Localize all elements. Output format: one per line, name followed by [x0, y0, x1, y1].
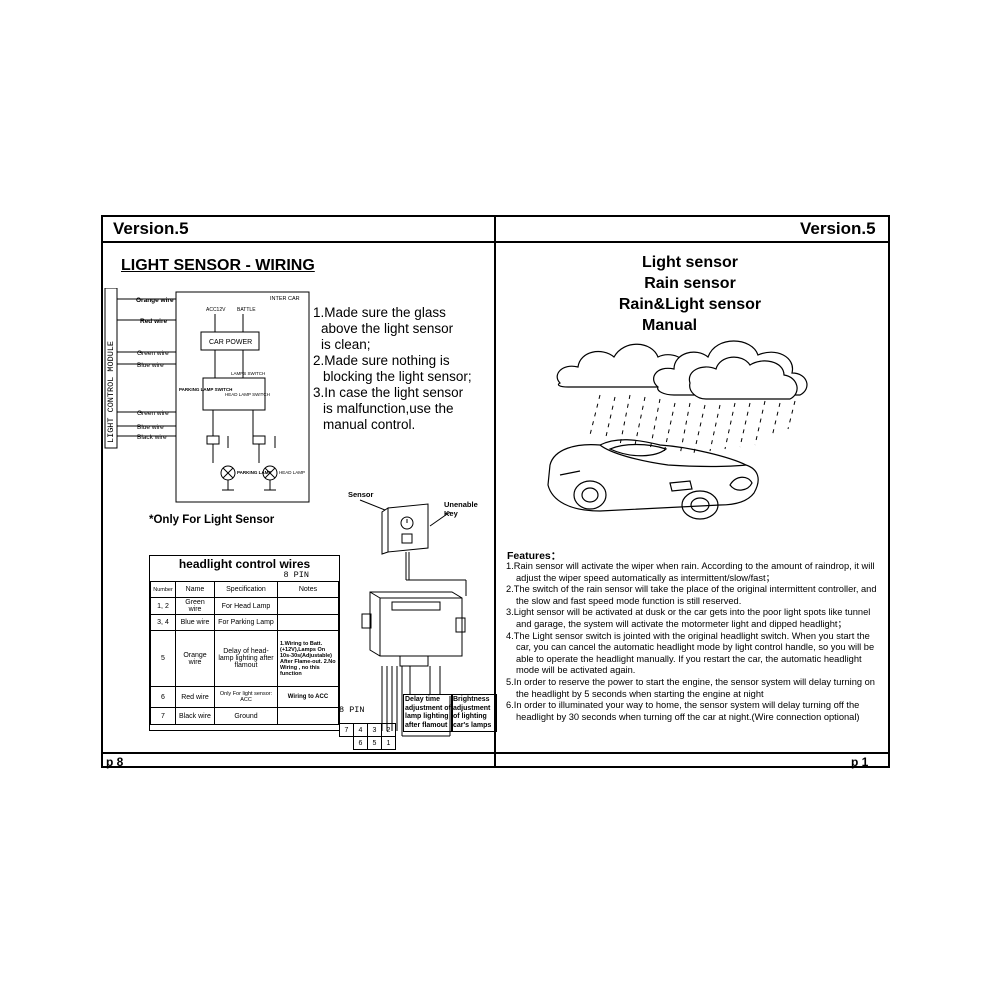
title-line: Light sensor [641, 254, 738, 271]
svg-text:Orange wire: Orange wire [136, 297, 174, 304]
table-cell: 7 [150, 707, 176, 725]
rain-car-illustration [547, 340, 808, 520]
light-sensor-note: *Only For Light Sensor [149, 514, 275, 526]
pin-cell: 1 [381, 736, 396, 750]
pin-cell: 5 [367, 736, 382, 750]
pin-cell: 2 [381, 723, 396, 737]
instruction-line: 1.Made sure the glass [313, 305, 446, 320]
header-cell: Notes [277, 581, 339, 598]
table-cell [277, 597, 339, 615]
feature-item: 3.Light sensor will be activated at dusk… [506, 607, 871, 629]
sensor-module-illustration [359, 499, 467, 737]
table-cell [277, 614, 339, 631]
instruction-line: above the light sensor [321, 321, 454, 336]
lamps-switch-box [202, 377, 266, 411]
svg-text:Red wire: Red wire [140, 318, 167, 325]
wiring-title: LIGHT SENSOR - WIRING [121, 257, 315, 274]
pin-label-top: 8 PIN [283, 570, 309, 580]
table-cell: Blue wire [175, 614, 215, 631]
table-cell: Ground [214, 707, 278, 725]
title-line: Manual [642, 317, 698, 334]
features-heading: Features： [507, 550, 562, 562]
svg-text:HEAD LAMP SWITCH: HEAD LAMP SWITCH [225, 392, 270, 397]
table-cell: For Head Lamp [214, 597, 278, 615]
svg-text:Black wire: Black wire [137, 434, 167, 441]
pin-label-bottom: 8 PIN [339, 705, 365, 715]
instruction-line: is clean; [321, 337, 371, 352]
table-cell: Green wire [175, 597, 215, 615]
svg-text:Green wire: Green wire [137, 350, 169, 357]
header-cell: Specification [214, 581, 278, 598]
svg-text:ACC12V: ACC12V [206, 307, 226, 313]
wires-table-box: headlight control wires 8 PIN Number Nam… [149, 555, 340, 731]
sensor-label: Sensor [348, 490, 374, 499]
instruction-line: manual control. [323, 417, 416, 432]
features-list: 1.Rain sensor will activate the wiper wh… [506, 561, 886, 723]
wires-table-title: headlight control wires [178, 557, 311, 571]
cloud-icon [688, 356, 798, 400]
instruction-line: is malfunction,use the [323, 401, 454, 416]
feature-item: 5.In order to reserve the power to start… [506, 676, 875, 699]
table-cell: 3, 4 [150, 614, 176, 631]
pin-cell: 6 [353, 736, 368, 750]
header-cell: Name [175, 581, 215, 598]
rain-drops [589, 394, 796, 456]
svg-text:Green wire: Green wire [137, 410, 169, 417]
pin-connector: 7 4 3 2 6 5 1 [339, 723, 396, 750]
footer-rule [101, 752, 890, 754]
svg-text:INTER CAR: INTER CAR [270, 296, 300, 302]
feature-item: 6.In order to illuminated your way to ho… [506, 700, 860, 722]
svg-text:Blue wire: Blue wire [137, 362, 164, 369]
unenable-key-label: Unenable Key [444, 500, 478, 518]
instruction-line: 3.In case the light sensor [313, 385, 464, 400]
left-page-number: p 8 [106, 755, 124, 769]
table-cell: 5 [150, 630, 176, 687]
pin-cell: 7 [339, 723, 354, 737]
table-cell: Orange wire [175, 630, 215, 687]
left-version-label: Version.5 [113, 219, 189, 238]
right-page-number: p 1 [851, 755, 869, 769]
title-line: Rain sensor [644, 275, 736, 292]
instructions: 1.Made sure the glass above the light se… [313, 305, 493, 433]
title-line: Rain&Light sensor [618, 296, 762, 313]
pin-cell: 3 [367, 723, 382, 737]
brightness-adjust-label: Brightness adjustment of lighting car's … [451, 694, 497, 732]
table-cell: For Parking Lamp [214, 614, 278, 631]
table-cell: Delay of head-lamp lighting after flamou… [214, 630, 278, 687]
right-version-label: Version.5 [800, 219, 876, 238]
instruction-line: 2.Made sure nothing is [313, 353, 450, 368]
table-cell: Red wire [175, 686, 215, 708]
table-cell: 1.Wiring to Batt.(+12V),Lamps On 10s-30s… [277, 630, 339, 687]
page-divider [494, 215, 496, 768]
svg-text:PARKING LAMP: PARKING LAMP [237, 470, 271, 475]
svg-text:CAR POWER: CAR POWER [209, 339, 252, 346]
instruction-line: blocking the light sensor; [323, 369, 472, 384]
table-cell: Only For light sensor: ACC [214, 686, 278, 708]
table-cell: 6 [150, 686, 176, 708]
header-cell: Number [150, 581, 176, 598]
svg-text:Blue wire: Blue wire [137, 424, 164, 431]
manual-spread-frame [101, 215, 890, 768]
inter-car-box [175, 291, 310, 503]
pin-cell: 4 [353, 723, 368, 737]
svg-text:LAMPS SWITCH: LAMPS SWITCH [231, 371, 265, 376]
table-cell: 1, 2 [150, 597, 176, 615]
delay-adjust-label: Delay time adjustment of lamp lighting a… [403, 694, 453, 732]
table-cell [277, 707, 339, 725]
svg-text:HEAD LAMP: HEAD LAMP [279, 470, 305, 475]
car-icon [547, 439, 759, 520]
manual-title: Light sensor Rain sensor Rain&Light sens… [590, 252, 790, 336]
header-rule [101, 241, 890, 243]
svg-text:PARKING LAMP SWITCH: PARKING LAMP SWITCH [179, 387, 232, 392]
table-cell: Wiring to ACC [277, 686, 339, 708]
svg-text:LIGHT CONTROL MODULE: LIGHT CONTROL MODULE [106, 341, 116, 443]
wires-table: Number Name Specification Notes 1, 2 Gre… [150, 581, 339, 725]
table-cell: Black wire [175, 707, 215, 725]
feature-item: 4.The Light sensor switch is jointed wit… [506, 630, 875, 676]
svg-text:BATTLE: BATTLE [237, 307, 256, 313]
feature-item: 1.Rain sensor will activate the wiper wh… [506, 561, 875, 583]
feature-item: 2.The switch of the rain sensor will tak… [506, 584, 877, 606]
car-power-box [200, 331, 260, 351]
wiring-diagram: LIGHT CONTROL MODULE Orange wire Red wir… [104, 288, 310, 503]
